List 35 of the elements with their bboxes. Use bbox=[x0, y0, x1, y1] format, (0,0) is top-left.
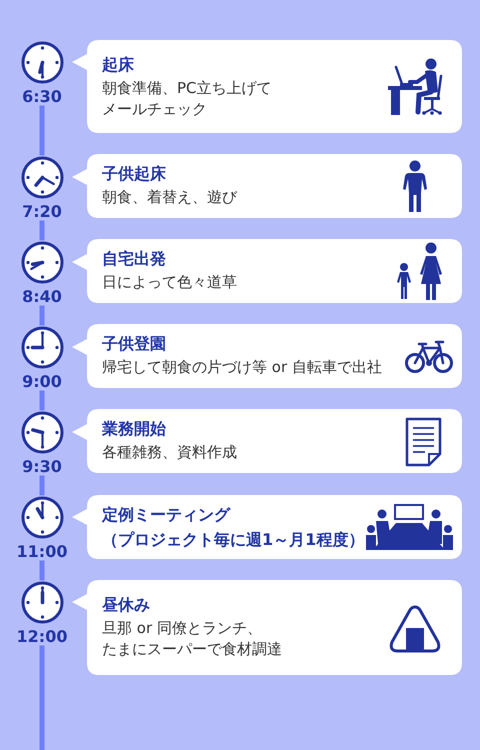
body-text: 日によって色々道草 bbox=[102, 272, 237, 293]
time-label: 8:40 bbox=[22, 288, 62, 306]
heading: 起床 bbox=[102, 55, 134, 75]
time-label: 9:30 bbox=[22, 458, 62, 476]
speech-bubble bbox=[72, 40, 462, 133]
timeline-line bbox=[40, 220, 44, 240]
timeline-line bbox=[40, 646, 44, 750]
body-text: 朝食、着替え、遊び bbox=[102, 187, 237, 208]
speech-bubble bbox=[72, 154, 462, 218]
time-label: 7:20 bbox=[22, 202, 62, 220]
body-text: 各種雑務、資料作成 bbox=[102, 442, 237, 463]
speech-bubble bbox=[72, 495, 462, 559]
time-label: 9:00 bbox=[22, 372, 62, 390]
body-text: 帰宅して朝食の片づけ等 or 自転車で出社 bbox=[102, 357, 382, 378]
timeline-line bbox=[40, 306, 44, 326]
timeline-line bbox=[40, 390, 44, 410]
timeline-line bbox=[40, 106, 44, 156]
speech-bubble bbox=[72, 409, 462, 473]
heading: 子供起床 bbox=[102, 164, 166, 184]
heading: 自宅出発 bbox=[102, 249, 166, 269]
timeline-line bbox=[40, 476, 44, 496]
time-label: 12:00 bbox=[16, 628, 68, 646]
speech-bubble bbox=[72, 239, 462, 303]
body-text: 旦那 or 同僚とランチ、たまにスーパーで食材調達 bbox=[102, 618, 283, 660]
heading: 定例ミーティング bbox=[102, 505, 230, 525]
heading: 子供登園 bbox=[102, 334, 166, 354]
timeline-line bbox=[40, 560, 44, 580]
time-label: 11:00 bbox=[16, 542, 68, 560]
speech-bubble bbox=[72, 324, 462, 388]
body-text: 朝食準備、PC立ち上げてメールチェック bbox=[102, 78, 273, 120]
heading: 昼休み bbox=[102, 595, 150, 615]
speech-bubble bbox=[72, 580, 462, 675]
time-label: 6:30 bbox=[22, 88, 62, 106]
subheading: （プロジェクト毎に週1～月1程度） bbox=[102, 530, 364, 550]
heading: 業務開始 bbox=[102, 419, 166, 439]
